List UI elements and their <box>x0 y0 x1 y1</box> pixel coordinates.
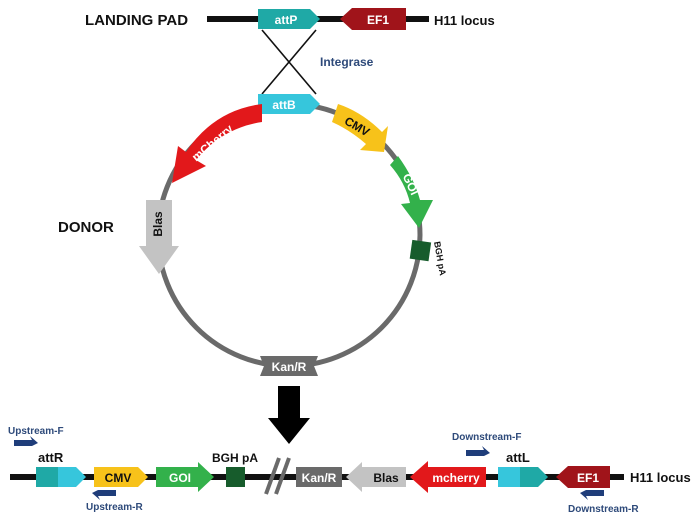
attl-cyan <box>498 467 520 487</box>
break-mark-1 <box>264 457 281 495</box>
locus-mcherry-arrow <box>410 461 486 493</box>
attr-cyan <box>58 467 86 487</box>
cmv-arrow <box>332 104 388 152</box>
landing-pad: LANDING PAD attP EF1 H11 locus <box>85 8 495 30</box>
integration-arrow <box>268 386 310 444</box>
attl-teal <box>520 467 548 487</box>
upstream-f-label: Upstream-F <box>8 426 64 437</box>
upstream-f-primer <box>14 436 38 447</box>
attr-teal <box>36 467 58 487</box>
landing-pad-title: LANDING PAD <box>85 12 188 29</box>
locus-ef1-arrow <box>556 466 610 488</box>
downstream-f-primer <box>466 446 490 457</box>
attr-label: attR <box>38 450 64 465</box>
locus-cmv-label: CMV <box>105 471 132 485</box>
goi-label: GOI <box>400 171 422 197</box>
locus-label: H11 locus <box>630 470 691 485</box>
attb-label: attB <box>272 98 296 112</box>
bgh-label: BGH pA <box>432 241 448 277</box>
blas-arrow <box>139 200 179 274</box>
goi-arrow <box>390 156 433 228</box>
mcherry-arrow <box>172 104 262 183</box>
integrase-label: Integrase <box>320 55 374 69</box>
integrase-crossover: Integrase <box>261 29 374 95</box>
ef1-arrow <box>340 8 406 30</box>
locus-mcherry-label: mcherry <box>432 471 480 485</box>
locus-cmv-arrow <box>94 467 148 487</box>
locus-bgh-label: BGH pA <box>212 451 258 465</box>
attp-arrow <box>258 9 320 29</box>
locus-kanr-label: Kan/R <box>302 471 337 485</box>
blas-label: Blas <box>151 211 165 237</box>
locus-goi-arrow <box>156 462 214 492</box>
locus-blas-label: Blas <box>373 471 399 485</box>
donor-title: DONOR <box>58 219 114 236</box>
downstream-r-label: Downstream-R <box>568 504 639 515</box>
locus-bgh-block <box>226 467 245 487</box>
integrated-locus: Upstream-F attR Upstream-R CMV GOI BGH p… <box>8 426 691 515</box>
locus-blas-arrow <box>346 462 406 492</box>
downstream-f-label: Downstream-F <box>452 432 521 443</box>
upstream-r-label: Upstream-R <box>86 502 143 513</box>
landing-pad-locus: H11 locus <box>434 13 495 28</box>
upstream-r-primer <box>92 489 116 500</box>
break-mark-2 <box>274 457 291 495</box>
bgh-block <box>409 239 432 262</box>
locus-goi-label: GOI <box>169 471 191 485</box>
attb-arrow <box>258 94 320 114</box>
kanr-label: Kan/R <box>272 360 307 374</box>
attl-label: attL <box>506 450 530 465</box>
kanr-block <box>260 356 318 376</box>
locus-kanr-block <box>296 467 342 487</box>
donor-plasmid: DONOR attB CMV GOI BGH pA mCherry Blas K… <box>58 94 448 376</box>
locus-ef1-label: EF1 <box>577 471 599 485</box>
downstream-r-primer <box>580 489 604 500</box>
attp-label: attP <box>275 13 298 27</box>
ef1-label: EF1 <box>367 13 389 27</box>
